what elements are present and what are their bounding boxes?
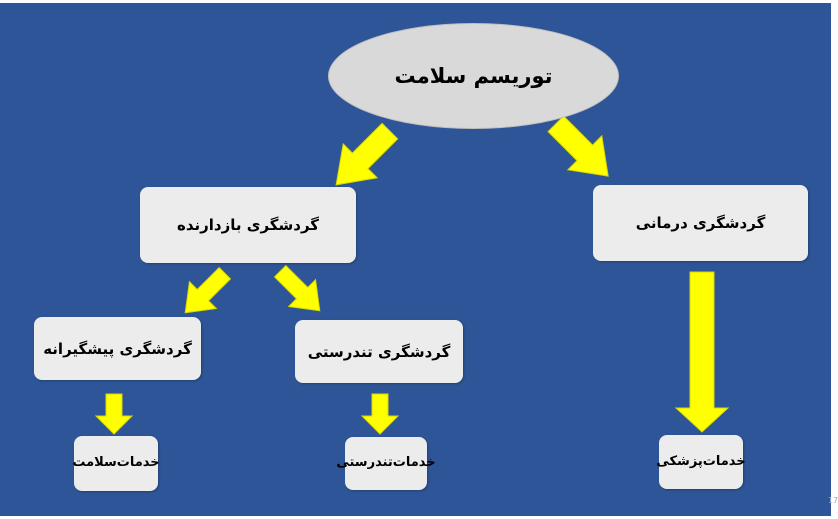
wellness-services-line2: تندرستی (336, 455, 393, 471)
node-medical-tourism: گردشگری درمانی (593, 185, 808, 261)
medical-services-line1: خدمات (702, 453, 746, 469)
arrow-layer (94, 115, 730, 435)
node-preventive-tourism: گردشگری بازدارنده (140, 187, 356, 263)
node-wellness-services: خدمات تندرستی (336, 437, 436, 490)
arrow-medical-to-services (674, 271, 730, 433)
node-health-services: خدمات سلامت (72, 436, 160, 491)
health-services-line1: خدمات (116, 455, 160, 471)
slide-canvas: توریسم سلامت گردشگری بازدارنده گردشگری د… (0, 3, 831, 516)
health-services-line2: سلامت (72, 455, 117, 471)
node-medical-services: خدمات پزشکی (656, 435, 746, 489)
arrow-branch-to-preventive (184, 266, 232, 314)
root-node-health-tourism: توریسم سلامت (328, 23, 619, 129)
node-wellness-tourism: گردشگری تندرستی (295, 320, 463, 383)
arrow-root-to-preventive (335, 122, 399, 186)
arrow-wellness-to-services (360, 393, 400, 435)
arrow-branch-to-wellness (273, 264, 321, 312)
medical-services-line2: پزشکی (656, 453, 703, 469)
node-prophylactic-tourism: گردشگری پیشگیرانه (34, 317, 201, 380)
arrow-preventive-to-services (94, 393, 134, 435)
arrow-root-to-medical (547, 115, 609, 177)
page-number: 17 (827, 496, 838, 505)
wellness-services-line1: خدمات (392, 455, 436, 471)
